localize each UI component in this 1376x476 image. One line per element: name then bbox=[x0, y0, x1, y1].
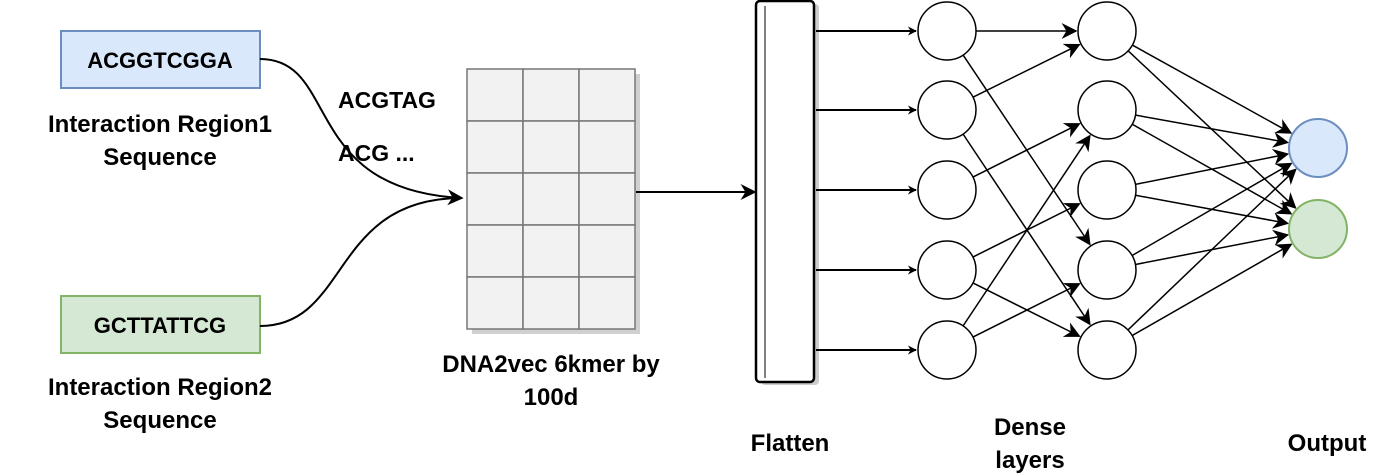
dense-layer-2-node bbox=[1077, 320, 1137, 380]
flatten-label: Flatten bbox=[751, 430, 830, 457]
embedding-label-line1: DNA2vec 6kmer by bbox=[442, 351, 660, 378]
grid-cell bbox=[578, 172, 636, 226]
edge-dense2-to-output bbox=[1131, 243, 1293, 337]
grid-cell bbox=[466, 172, 524, 226]
sequence-2-text: GCTTATTCG bbox=[94, 313, 226, 338]
grid-cell bbox=[522, 68, 580, 122]
dense-layer-2-node bbox=[1077, 160, 1137, 220]
edge-dense1-to-dense2 bbox=[972, 283, 1081, 338]
grid-cell bbox=[522, 224, 580, 278]
grid-cell bbox=[578, 120, 636, 174]
dense-layer-1-node bbox=[917, 320, 977, 380]
kmer-text-line2: ACG ... bbox=[338, 140, 415, 166]
network-nodes bbox=[917, 1, 1348, 380]
output-node bbox=[1288, 199, 1348, 259]
grid-cell bbox=[466, 224, 524, 278]
sequence-1-box bbox=[60, 30, 261, 89]
edge-dense1-to-dense2 bbox=[972, 282, 1081, 337]
dense-label-line2: layers bbox=[995, 447, 1064, 474]
dense-layer-1-node bbox=[917, 240, 977, 300]
edge-dense1-to-dense2 bbox=[972, 43, 1081, 98]
edge-dense2-to-output bbox=[1135, 114, 1290, 148]
edge-dense2-to-output bbox=[1127, 168, 1297, 331]
grid-cell bbox=[522, 276, 580, 330]
dense-layer-2-node bbox=[1077, 240, 1137, 300]
grid-cell bbox=[578, 224, 636, 278]
output-label: Output bbox=[1288, 430, 1367, 457]
grid-cell bbox=[578, 68, 636, 122]
dense-layer-2-node bbox=[1077, 1, 1137, 61]
region-2-label-line2: Sequence bbox=[103, 407, 216, 434]
edge-dense2-to-output bbox=[1131, 44, 1293, 134]
region-2-label-line1: Interaction Region2 bbox=[48, 374, 272, 401]
grid-cell bbox=[522, 120, 580, 174]
dense-layer-1-node bbox=[917, 160, 977, 220]
network-edges bbox=[816, 23, 1297, 355]
flatten-bar bbox=[754, 0, 816, 384]
grid-cell bbox=[466, 120, 524, 174]
grid-cell bbox=[578, 276, 636, 330]
embedding-label-line2: 100d bbox=[524, 384, 579, 411]
edge-dense2-to-output bbox=[1135, 149, 1290, 186]
dense-label-line1: Dense bbox=[994, 414, 1066, 441]
sequence-1-text: ACGGTCGGA bbox=[87, 48, 233, 73]
grid-cell bbox=[522, 172, 580, 226]
grid-cell bbox=[466, 276, 524, 330]
dense-layer-1-node bbox=[917, 80, 977, 140]
output-node bbox=[1288, 118, 1348, 178]
region-1-label-line1: Interaction Region1 bbox=[48, 111, 272, 138]
connector-seq1-to-grid bbox=[259, 58, 464, 206]
edge-dense1-to-dense2 bbox=[962, 134, 1091, 327]
edge-dense1-to-dense2 bbox=[972, 123, 1081, 178]
edge-dense1-to-dense2 bbox=[962, 133, 1091, 326]
connector-seq2-to-grid bbox=[259, 197, 463, 327]
edge-dense2-to-output bbox=[1131, 162, 1293, 257]
kmer-text-line1: ACGTAG bbox=[338, 87, 436, 113]
sequence-2-box bbox=[60, 295, 261, 354]
embedding-grid bbox=[466, 68, 640, 334]
grid-cell bbox=[466, 68, 524, 122]
region-1-label-line2: Sequence bbox=[103, 144, 216, 171]
dense-layer-1-node bbox=[917, 1, 977, 61]
dense-layer-2-node bbox=[1077, 80, 1137, 140]
